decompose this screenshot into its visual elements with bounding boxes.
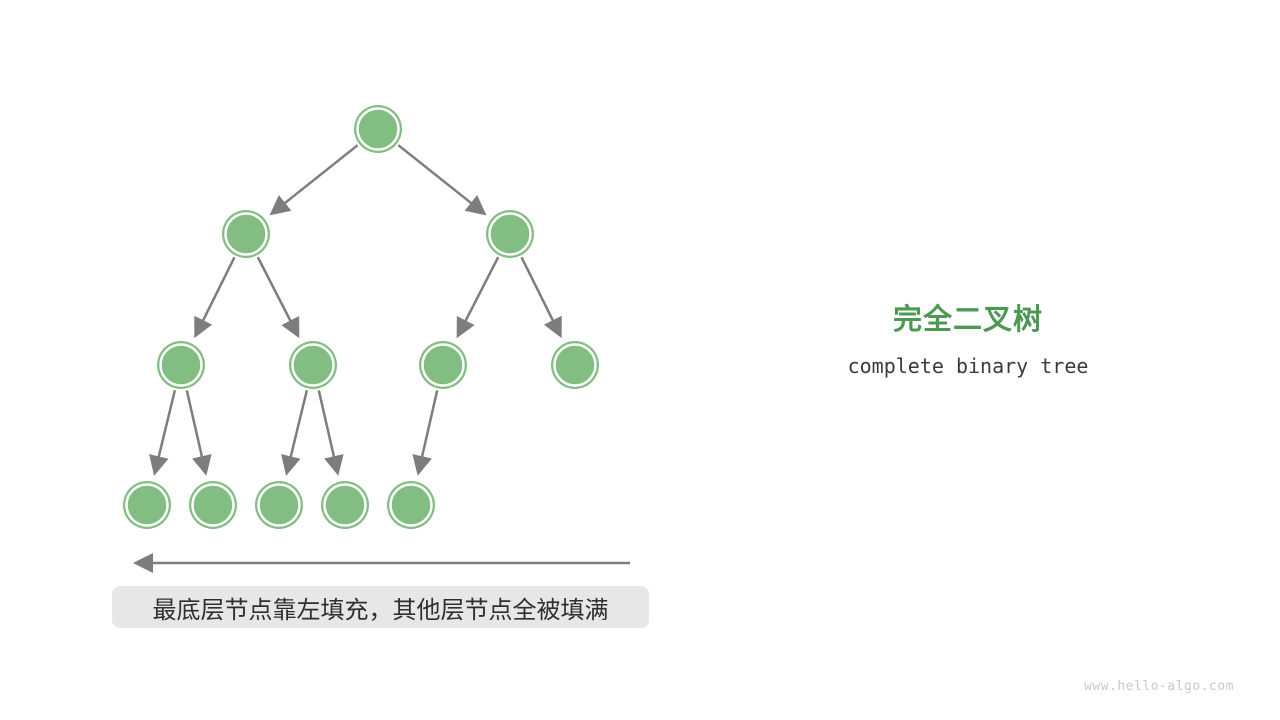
tree-edge-arrow [149, 389, 177, 476]
tree-node [289, 341, 337, 389]
watermark-text: www.hello-algo.com [1084, 679, 1234, 694]
legend-block: 完全二叉树 complete binary tree [843, 296, 1093, 378]
title-chinese: 完全二叉树 [892, 304, 1043, 336]
tree-node [354, 105, 402, 153]
tree-edge-arrow [317, 390, 344, 476]
tree-node [157, 341, 205, 389]
tree-node [419, 341, 467, 389]
tree-node [123, 481, 171, 529]
tree-node [189, 481, 237, 529]
tree-node [387, 481, 435, 529]
tree-edge-arrow [194, 256, 236, 339]
tree-edge-arrow [456, 256, 500, 339]
tree-nodes [123, 105, 599, 529]
title-english: complete binary tree [847, 354, 1089, 378]
tree-node [321, 481, 369, 529]
tree-edge-arrow [520, 256, 562, 339]
tree-edge-arrow [256, 256, 300, 339]
tree-edge-arrow [412, 390, 439, 476]
tree-node [255, 481, 303, 529]
tree-edge-arrow [397, 144, 487, 216]
tree-edges [149, 144, 562, 476]
tree-edge-arrow [185, 390, 212, 476]
tree-node [222, 210, 270, 258]
tree-edge-arrow [281, 389, 309, 476]
caption-label: 最底层节点靠左填充，其他层节点全被填满 [112, 586, 649, 628]
tree-node [486, 210, 534, 258]
tree-edge-arrow [269, 144, 359, 216]
tree-node [551, 341, 599, 389]
